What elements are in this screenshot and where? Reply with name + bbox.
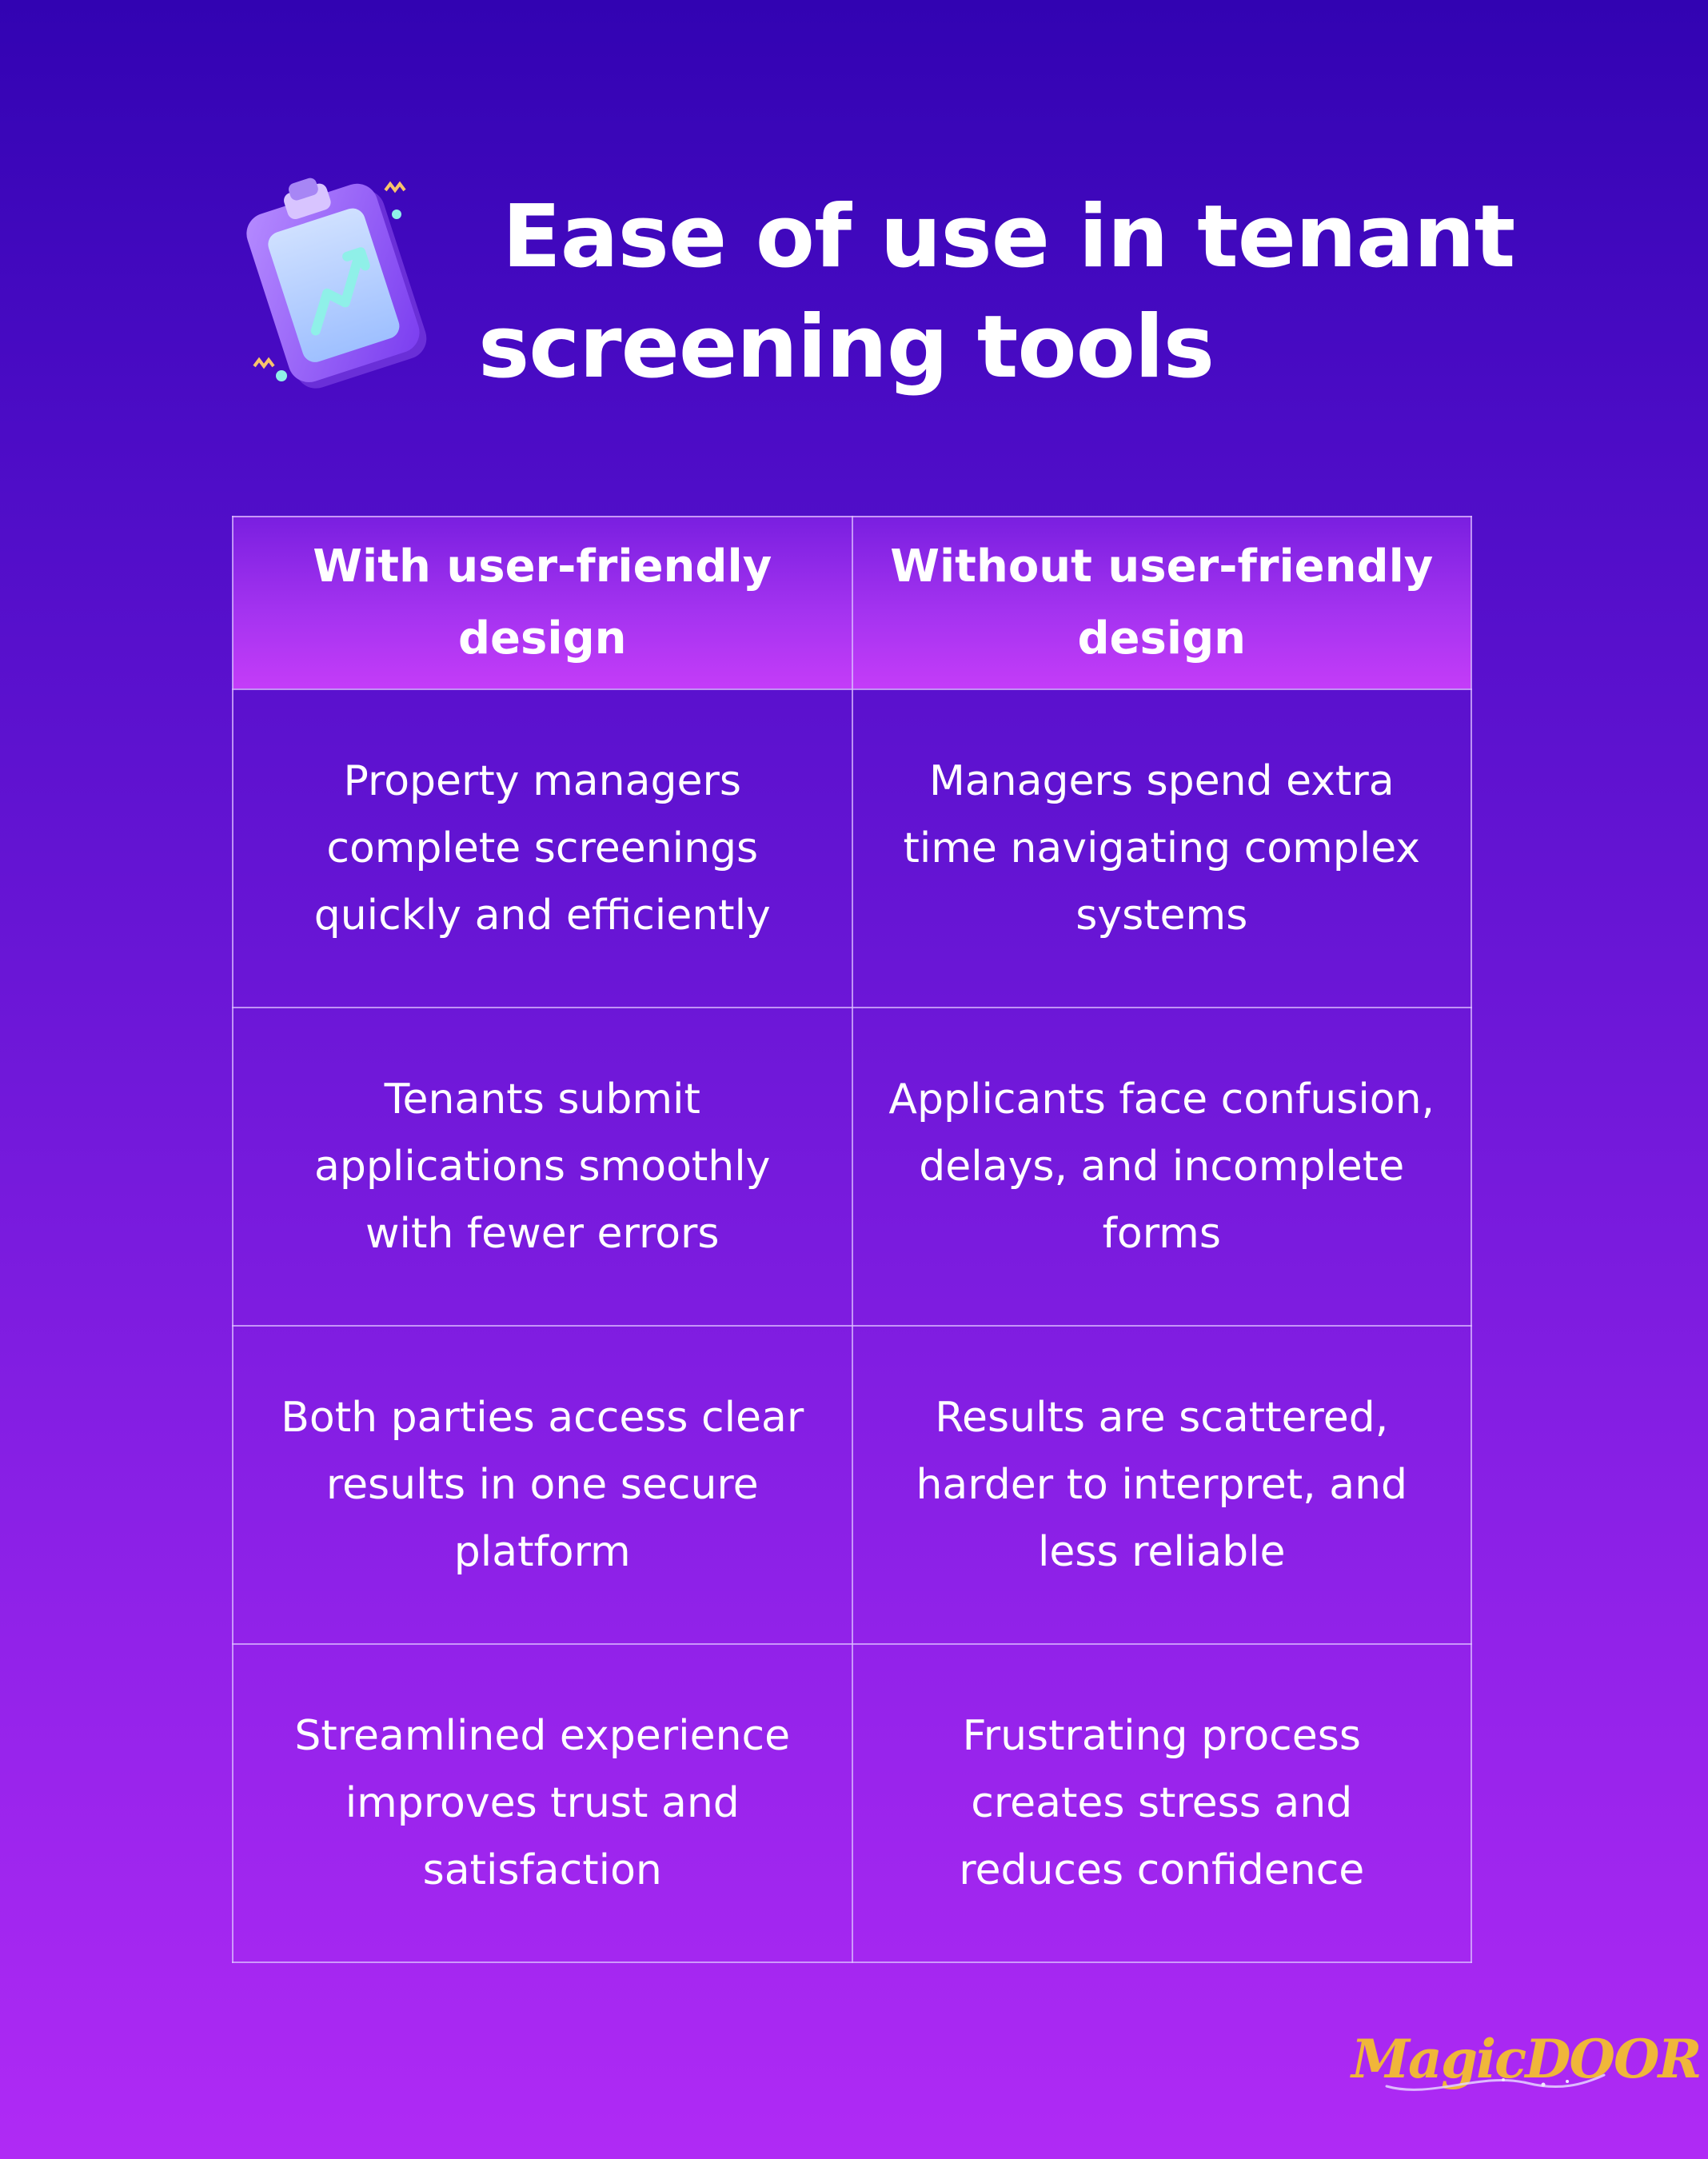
- column-header-without: Without user-friendly design: [851, 516, 1472, 690]
- sparkle-swirl-icon: [1385, 2073, 1606, 2091]
- header: Ease of use in tenant screening tools: [240, 168, 1519, 408]
- magicdoor-logo: MagicDOOR: [1351, 2027, 1702, 2099]
- table-cell-without: Results are scattered, harder to interpr…: [851, 1325, 1472, 1645]
- table-cell-with: Tenants submit applications smoothly wit…: [232, 1007, 853, 1327]
- table-header-row: With user-friendly design Without user-f…: [232, 516, 1472, 690]
- table-cell-with: Property managers complete screenings qu…: [232, 688, 853, 1008]
- table-cell-without: Managers spend extra time navigating com…: [851, 688, 1472, 1008]
- table-cell-with: Both parties access clear results in one…: [232, 1325, 853, 1645]
- clipboard-chart-icon: [246, 178, 427, 389]
- table-row: Both parties access clear results in one…: [232, 1325, 1472, 1645]
- table-cell-without: Applicants face confusion, delays, and i…: [851, 1007, 1472, 1327]
- table-row: Property managers complete screenings qu…: [232, 688, 1472, 1008]
- table-cell-without: Frustrating process creates stress and r…: [851, 1643, 1472, 1963]
- table-cell-with: Streamlined experience improves trust an…: [232, 1643, 853, 1963]
- table-row: Streamlined experience improves trust an…: [232, 1643, 1472, 1963]
- page-title: Ease of use in tenant screening tools: [478, 182, 1518, 403]
- table-row: Tenants submit applications smoothly wit…: [232, 1007, 1472, 1327]
- title-line-1: Ease of use in tenant: [502, 187, 1515, 287]
- logo-text: MagicDOOR: [1351, 2028, 1702, 2090]
- column-header-with: With user-friendly design: [232, 516, 853, 690]
- title-line-2: screening tools: [478, 297, 1215, 397]
- comparison-table: With user-friendly design Without user-f…: [232, 516, 1472, 1963]
